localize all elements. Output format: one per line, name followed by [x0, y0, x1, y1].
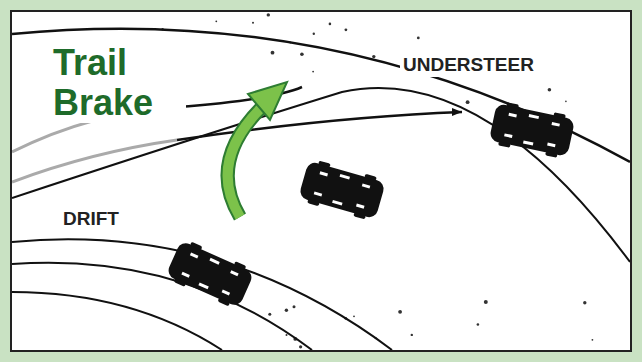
gravel-dot: [398, 310, 402, 314]
gravel-dot: [466, 100, 470, 104]
gravel-dot: [285, 309, 288, 312]
gravel-dot: [267, 13, 270, 16]
gravel-dot: [300, 53, 304, 57]
gravel-dot: [583, 301, 586, 304]
gravel-dot: [353, 315, 355, 317]
gravel-dot: [252, 22, 254, 24]
gravel-dot: [313, 33, 315, 35]
gravel-dot: [484, 300, 488, 304]
gravel-dot: [345, 28, 348, 31]
gravel-dot: [477, 323, 480, 326]
gravel-dot: [417, 37, 420, 40]
gravel-dot: [329, 23, 332, 26]
gravel-dot: [312, 71, 314, 73]
gravel-dot: [592, 339, 594, 341]
gravel-dot: [299, 345, 302, 348]
gravel-dot: [271, 51, 275, 55]
technique-label: Trail Brake: [50, 42, 186, 123]
gravel-dot: [411, 334, 413, 336]
technique-label: DRIFT: [60, 208, 122, 231]
gravel-dot: [565, 101, 567, 103]
gravel-dot: [372, 55, 375, 58]
technique-label: UNDERSTEER: [400, 54, 537, 77]
gravel-dot: [548, 88, 552, 92]
gravel-dot: [293, 305, 296, 308]
gravel-dot: [215, 20, 217, 22]
gravel-dot: [286, 334, 288, 336]
diagram-frame: Trail Brake UNDERSTEER DRIFT: [10, 10, 632, 352]
gravel-dot: [268, 313, 271, 316]
